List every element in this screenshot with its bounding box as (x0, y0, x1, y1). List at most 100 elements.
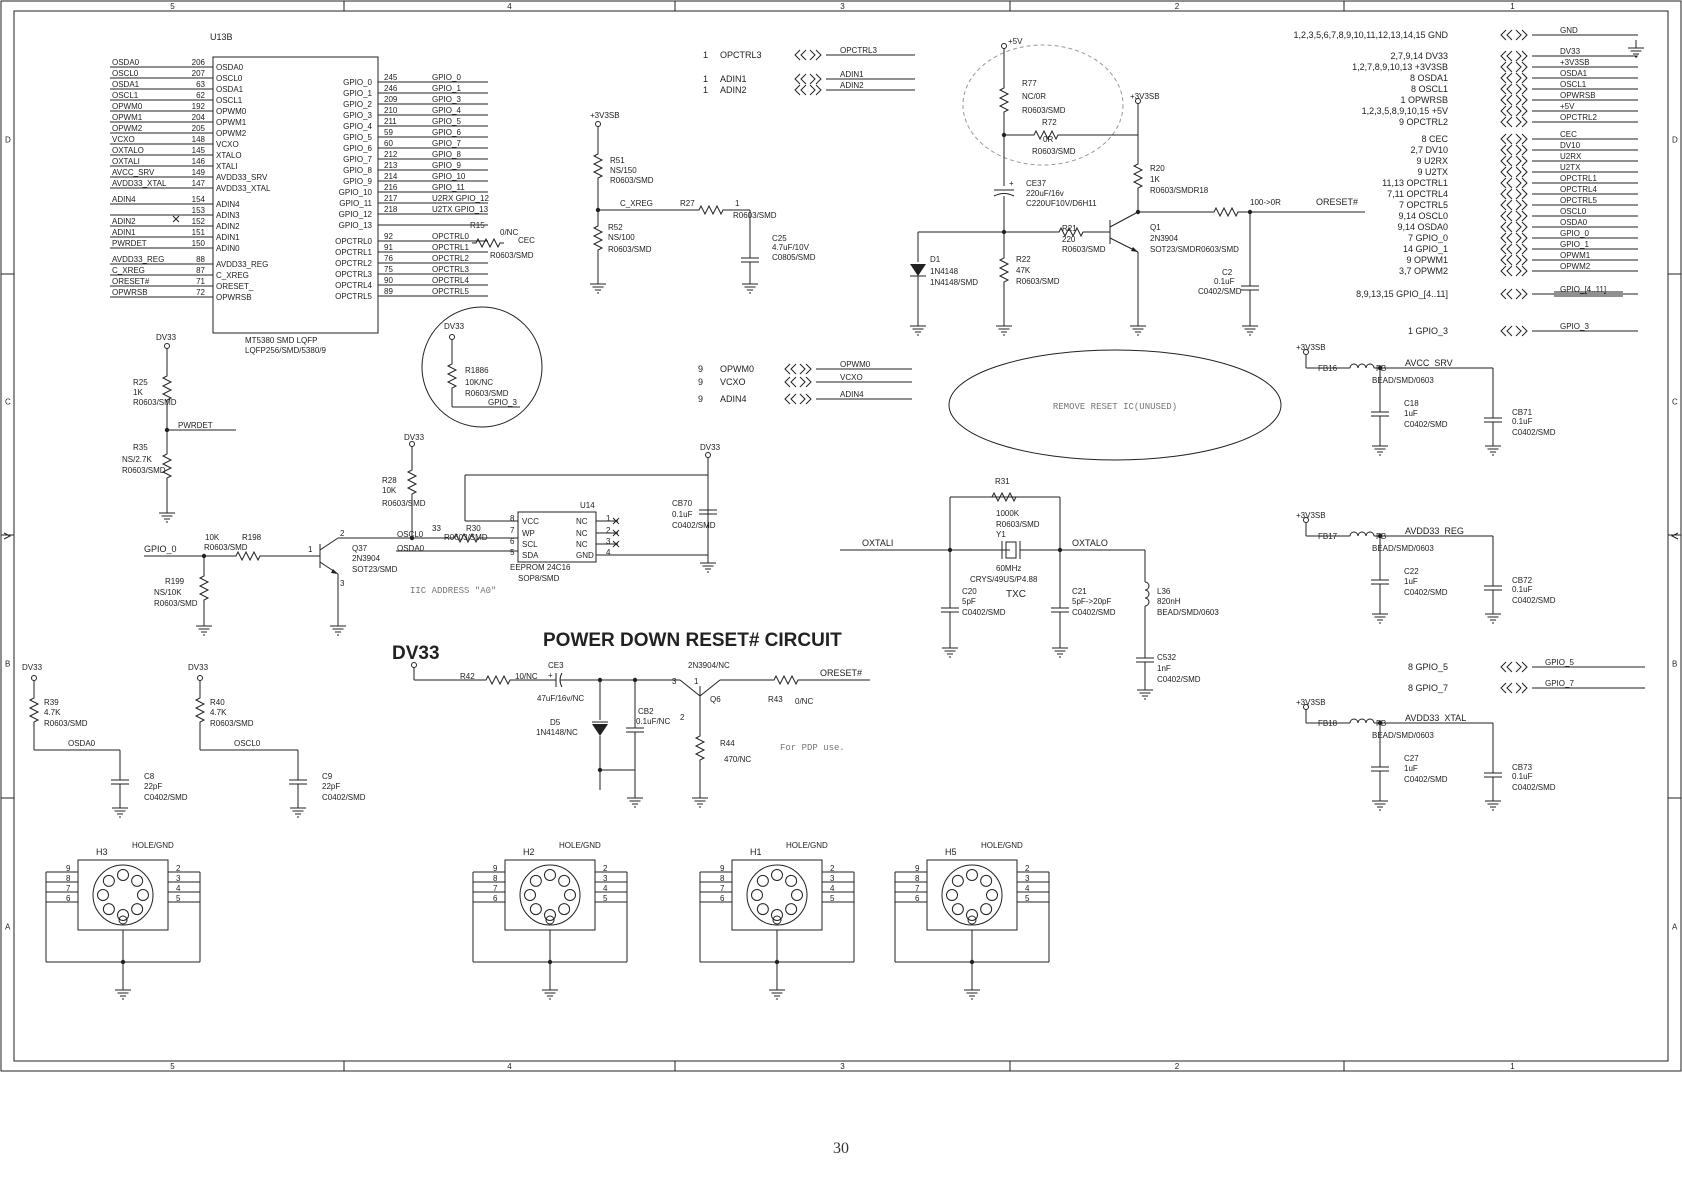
ref-designator: R43 (768, 695, 783, 704)
ref-designator: C20 (962, 587, 977, 596)
connector-entry: 11,13 OPCTRL1 (1382, 178, 1448, 188)
pin-number: 6 (493, 894, 498, 903)
connector-arrow-icon (1500, 288, 1528, 300)
pin-name: AVDD33_XTAL (216, 184, 271, 193)
power-port-icon (197, 675, 203, 689)
net-label: OPCTRL4 (1560, 185, 1597, 194)
pin-name: XTALI (216, 162, 238, 171)
net-label: GPIO_10 (432, 172, 466, 181)
component-value: NS/2.7K (122, 455, 152, 464)
pin-name: GPIO_0 (343, 78, 372, 87)
transistor-arrow (331, 569, 338, 574)
capacitor-icon (1483, 762, 1503, 788)
connector-pin: 1 (703, 74, 708, 84)
ground-icon (768, 981, 786, 1000)
pin-name: GPIO_11 (339, 199, 372, 208)
connector-entry: 9 OPCTRL2 (1399, 117, 1448, 127)
pin-number: 3 (1025, 874, 1030, 883)
package: C0402/SMD (1404, 420, 1448, 429)
hole-ring (746, 864, 808, 926)
pin-number: 145 (192, 146, 206, 155)
pin-name: OPCTRL2 (335, 259, 372, 268)
hole-body (926, 859, 1018, 931)
pin-name: GND (576, 551, 594, 560)
hole-label: HOLE/GND (132, 841, 174, 850)
hole-pad (117, 869, 129, 881)
connector-entry: 7,11 OPCTRL4 (1387, 189, 1448, 199)
net-label: OPWM0 (112, 102, 143, 111)
net-label: OSDA1 (1560, 69, 1588, 78)
connector-arrow-icon (1500, 29, 1528, 41)
resistor-icon (407, 465, 417, 499)
net-label: GPIO_3 (1560, 322, 1589, 331)
pin-number: 8 (493, 874, 498, 883)
package: R0603/SMD (610, 176, 654, 185)
resistor-icon (769, 675, 803, 685)
net-label: AVDD33_REG (112, 255, 164, 264)
hole-pad (102, 874, 115, 887)
component-value: 22pF (322, 782, 340, 791)
net-label: DV33 (1560, 47, 1581, 56)
connector-arrow-icon (784, 376, 812, 388)
power-label: +5V (1008, 37, 1023, 46)
pin-number: 6 (915, 894, 920, 903)
pin-name: OPCTRL3 (335, 270, 372, 279)
pin-number: 8 (66, 874, 71, 883)
net-label: OPCTRL1 (432, 243, 469, 252)
inductor-icon (1144, 581, 1150, 607)
ref-designator: R77 (1022, 79, 1037, 88)
ref-designator: CE37 (1026, 179, 1047, 188)
package: BEAD/SMD/0603 (1372, 376, 1434, 385)
hole-center-pad (118, 915, 128, 925)
hole-center-pad (772, 915, 782, 925)
net-label: OPWRSB (112, 288, 148, 297)
pin-number: 152 (192, 217, 206, 226)
pin-number: 150 (192, 239, 206, 248)
component-value: 0.1uF (1512, 585, 1533, 594)
connector-pin: 1 (703, 50, 708, 60)
net-label: OXTALI (112, 157, 140, 166)
connector-arrow-icon (1500, 243, 1528, 255)
ref-designator: H1 (750, 847, 762, 857)
net-label: CEC (518, 236, 535, 245)
hole-pad (558, 874, 571, 887)
hole-pad (756, 874, 769, 887)
pin-number: 6 (510, 537, 515, 546)
net-label: GPIO_0 (1560, 229, 1589, 238)
component-value: 1N4148 (930, 267, 959, 276)
pin-number: 63 (196, 80, 205, 89)
package: R0603/SMD (444, 533, 488, 542)
net-label: OSDA0 (1560, 218, 1588, 227)
hole-pad (951, 874, 964, 887)
hole-pad (966, 869, 978, 881)
resistor-icon (447, 359, 457, 393)
net-label: AVCC_SRV (1405, 358, 1453, 368)
connector-arrow-icon (1500, 144, 1528, 156)
pin-name: AVDD33_SRV (216, 173, 268, 182)
pin-number: 3 (672, 677, 677, 686)
net-label: OSCL1 (1560, 80, 1587, 89)
transistor-collector (699, 679, 721, 697)
pin-name: SDA (522, 551, 539, 560)
connector-arrow-icon (1500, 72, 1528, 84)
pin-number: 245 (384, 73, 398, 82)
pin-number: 2 (603, 864, 608, 873)
connector-entry: 8 OSCL1 (1411, 84, 1448, 94)
ref-designator: C8 (144, 772, 155, 781)
ground-icon (963, 981, 981, 1000)
pin-name: OPWM1 (216, 118, 247, 127)
component-value: 47K (1016, 266, 1031, 275)
connector-arrow-icon (1500, 133, 1528, 145)
component-value: 10K (205, 533, 220, 542)
section-heading: POWER DOWN RESET# CIRCUIT (543, 630, 842, 651)
connector-entry: 3,7 OPWM2 (1399, 266, 1448, 276)
connector-entry: 8 CEC (1421, 134, 1448, 144)
hole-ring (519, 864, 581, 926)
hole-pad (117, 909, 129, 921)
ground-icon (1371, 605, 1389, 624)
ic-package: LQFP256/SMD/5380/9 (245, 346, 326, 355)
connector-pin: 9 (698, 394, 703, 404)
